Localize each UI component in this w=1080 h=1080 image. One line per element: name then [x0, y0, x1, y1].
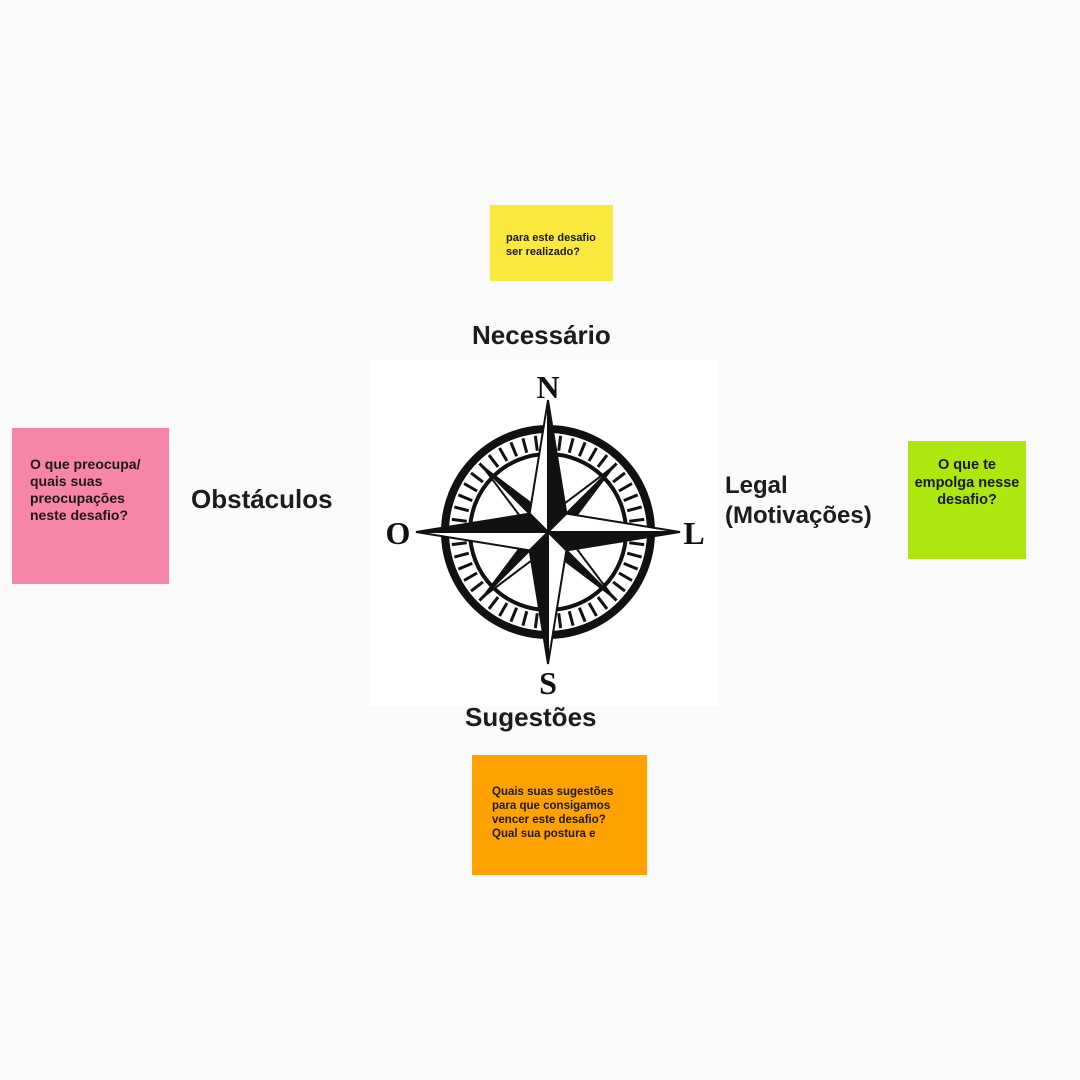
compass-tick [453, 505, 470, 513]
label-legal-line2: (Motivações) [725, 502, 872, 530]
compass-star [415, 399, 681, 665]
compass-rose-icon: N S O L [370, 360, 718, 706]
compass-tick [557, 613, 563, 629]
compass-letter-s: S [539, 665, 557, 701]
compass-tick [457, 561, 473, 571]
compass-tick [487, 596, 500, 610]
compass-tick [487, 454, 500, 468]
compass-major-point [545, 512, 681, 533]
sticky-note-text: O que preocupa/ quais suas preocupações … [30, 456, 141, 524]
compass-tick [577, 441, 587, 457]
compass-major-point [415, 531, 551, 552]
compass-letter-n: N [536, 369, 559, 405]
compass-tick [567, 610, 575, 627]
compass-tick [521, 437, 529, 454]
compass-tick [509, 441, 519, 457]
sticky-note-text: para este desafio ser realizado? [506, 232, 596, 258]
sticky-note-text: O que te empolga nesse desafio? [914, 457, 1020, 509]
compass-tick [596, 596, 609, 610]
compass-tick [533, 613, 539, 629]
compass-tick [533, 435, 539, 451]
sticky-note-text: Quais suas sugestões para que consigamos… [492, 786, 614, 841]
compass-tick [521, 610, 529, 627]
compass-tick [618, 571, 633, 582]
sticky-note-sugestoes: Quais suas sugestões para que consigamos… [472, 755, 647, 875]
compass-tick [623, 493, 639, 503]
compass-tick [587, 447, 598, 462]
compass-letter-o: O [386, 515, 411, 551]
compass-tick [629, 517, 645, 523]
sticky-note-legal: O que te empolga nesse desafio? [908, 441, 1026, 559]
compass-major-point [528, 529, 549, 665]
compass-tick [463, 571, 478, 582]
label-legal: Legal (Motivações) [725, 471, 872, 532]
compass-tick [457, 493, 473, 503]
compass-major-point [528, 399, 549, 535]
label-necessario: Necessário [472, 320, 611, 350]
compass-major-point [415, 512, 551, 533]
compass-tick [612, 471, 626, 484]
compass-tick [498, 447, 509, 462]
compass-tick [626, 551, 643, 559]
label-obstaculos: Obstáculos [191, 484, 333, 514]
compass-tick [470, 471, 484, 484]
compass-major-point [545, 531, 681, 552]
compass-tick [618, 482, 633, 493]
compass-tick [567, 437, 575, 454]
compass-major-point [547, 529, 568, 665]
compass-tick [577, 607, 587, 623]
compass-tick [629, 541, 645, 547]
compass-tick [612, 580, 626, 593]
label-sugestoes: Sugestões [465, 702, 597, 732]
compass-tick [626, 505, 643, 513]
compass-tick [596, 454, 609, 468]
compass-tick [470, 580, 484, 593]
compass-tick [453, 551, 470, 559]
compass-tick [451, 517, 467, 523]
label-legal-line1: Legal [725, 472, 788, 499]
compass-tick [463, 482, 478, 493]
compass-tick [557, 435, 563, 451]
compass-major-point [547, 399, 568, 535]
compass-tick [623, 561, 639, 571]
compass-tick [509, 607, 519, 623]
compass-letter-l: L [683, 515, 704, 551]
compass-tick [498, 602, 509, 617]
compass-tick [451, 541, 467, 547]
compass-tick [587, 602, 598, 617]
sticky-note-necessario: para este desafio ser realizado? [490, 205, 613, 281]
compass-rose-graphic: N S O L [386, 369, 705, 701]
sticky-note-obstaculos: O que preocupa/ quais suas preocupações … [12, 428, 169, 584]
